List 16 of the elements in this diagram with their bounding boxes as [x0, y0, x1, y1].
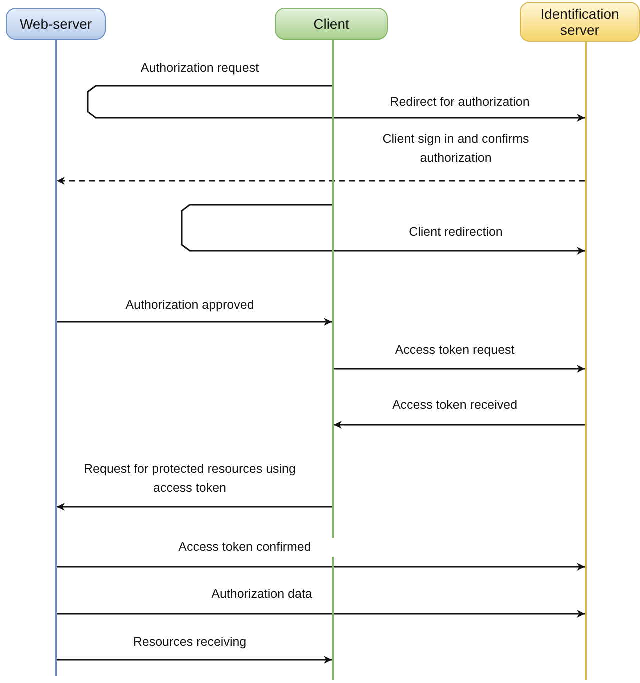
lifeline	[55, 40, 57, 676]
arrow	[57, 503, 332, 511]
arrow	[87, 85, 585, 122]
arrow	[57, 563, 585, 571]
arrow	[181, 204, 585, 255]
arrow	[57, 318, 332, 326]
arrow	[334, 421, 585, 429]
participant-box: Web-server	[6, 8, 106, 40]
arrow	[57, 656, 332, 664]
participant-box: Identification server	[520, 2, 640, 42]
lifeline	[585, 42, 587, 680]
arrow	[57, 610, 585, 618]
arrow	[57, 177, 585, 185]
arrow	[334, 365, 585, 373]
lifeline	[332, 40, 334, 680]
participant-box: Client	[275, 8, 388, 40]
